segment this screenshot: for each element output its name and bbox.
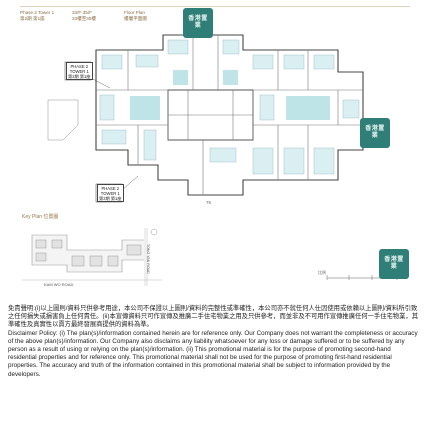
disclaimer-english: Disclaimer Policy: (i) The plan(s)/infor…: [8, 329, 418, 378]
header-floors-en: 33/F-35/F: [72, 10, 92, 15]
header-floor-plan-en: Floor Plan: [124, 10, 145, 15]
header-tower-zh: 第2期 第1座: [20, 15, 45, 21]
disclaimer-chinese: 免責聲明:(i)以上圖則/資料只供參考用途，本公司不保證以上圖則/資料的完整性或…: [8, 305, 418, 329]
header-floor-plan-zh: 樓層平面圖: [124, 15, 147, 21]
key-plan-diagram: [22, 228, 162, 286]
header-tower: Phase 2 Tower 1 第2期 第1座: [20, 10, 54, 21]
tower-label-bottom: PHASE 2 TOWER 1 第2期 第1座: [97, 184, 124, 202]
page-number: 76: [206, 200, 212, 205]
header-rule: [20, 6, 410, 7]
header-tower-en: Phase 2 Tower 1: [20, 10, 55, 15]
floor-plan-drawing: [47, 34, 364, 203]
company-logo-text: 香港置業: [365, 126, 385, 139]
key-plan-side-road-label: TONG YAN ROAD: [146, 244, 150, 274]
header-floor-plan: Floor Plan 樓層平面圖: [124, 10, 147, 21]
tower-label-top: PHASE 2 TOWER 1 第2期 第1座: [66, 62, 93, 80]
scale-left-label: 比例: [318, 270, 326, 275]
company-logo-text: 香港置業: [384, 257, 404, 270]
disclaimer: 免責聲明:(i)以上圖則/資料只供參考用途，本公司不保證以上圖則/資料的完整性或…: [8, 305, 418, 379]
company-logo-watermark: 香港置業: [183, 8, 213, 38]
key-plan-title: Key Plan 位置圖: [22, 214, 59, 220]
company-logo-watermark: 香港置業: [360, 118, 390, 148]
company-logo-text: 香港置業: [188, 16, 208, 29]
header-floors: 33/F-35/F 33樓至35樓: [72, 10, 96, 21]
floor-plan-brochure: Phase 2 Tower 1 第2期 第1座 33/F-35/F 33樓至35…: [20, 6, 410, 287]
header-floors-zh: 33樓至35樓: [72, 15, 97, 21]
key-plan-road-label: KAM WO ROAD: [44, 282, 74, 287]
company-logo-watermark: 香港置業: [379, 249, 409, 279]
